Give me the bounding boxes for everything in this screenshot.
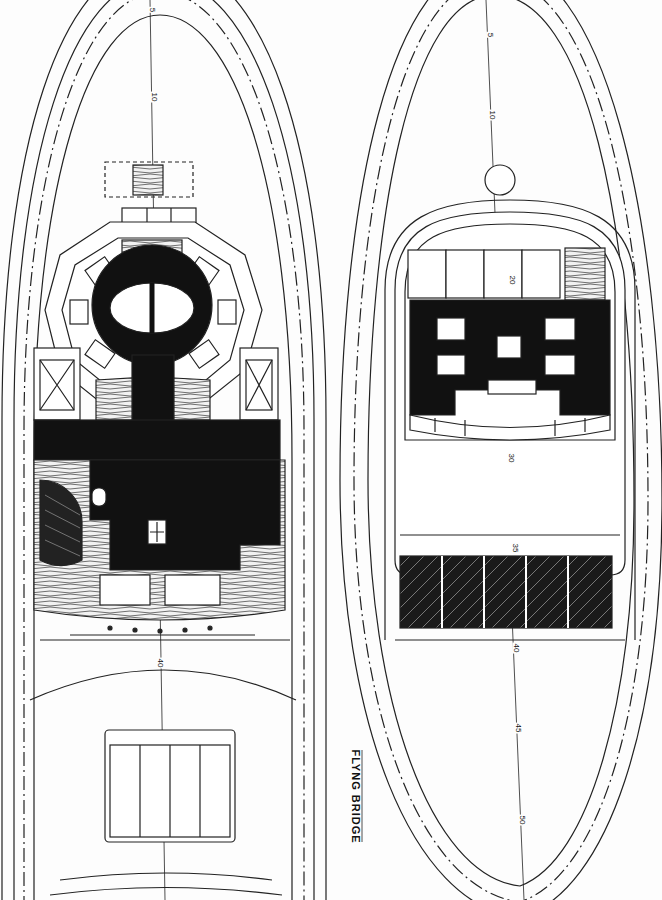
station-number: 40 (156, 658, 164, 669)
station-number: 5 (486, 32, 494, 38)
station-number: 5 (148, 7, 156, 13)
station-number: 10 (150, 92, 158, 103)
station-number: 50 (518, 815, 526, 826)
station-number: 40 (512, 643, 520, 654)
station-number: 35 (511, 543, 519, 554)
sheet-title: FLYNG BRIDGE (349, 748, 360, 844)
station-number: 10 (488, 110, 496, 121)
station-number: 20 (508, 275, 516, 286)
station-number: 45 (514, 723, 522, 734)
station-number: 30 (507, 453, 515, 464)
